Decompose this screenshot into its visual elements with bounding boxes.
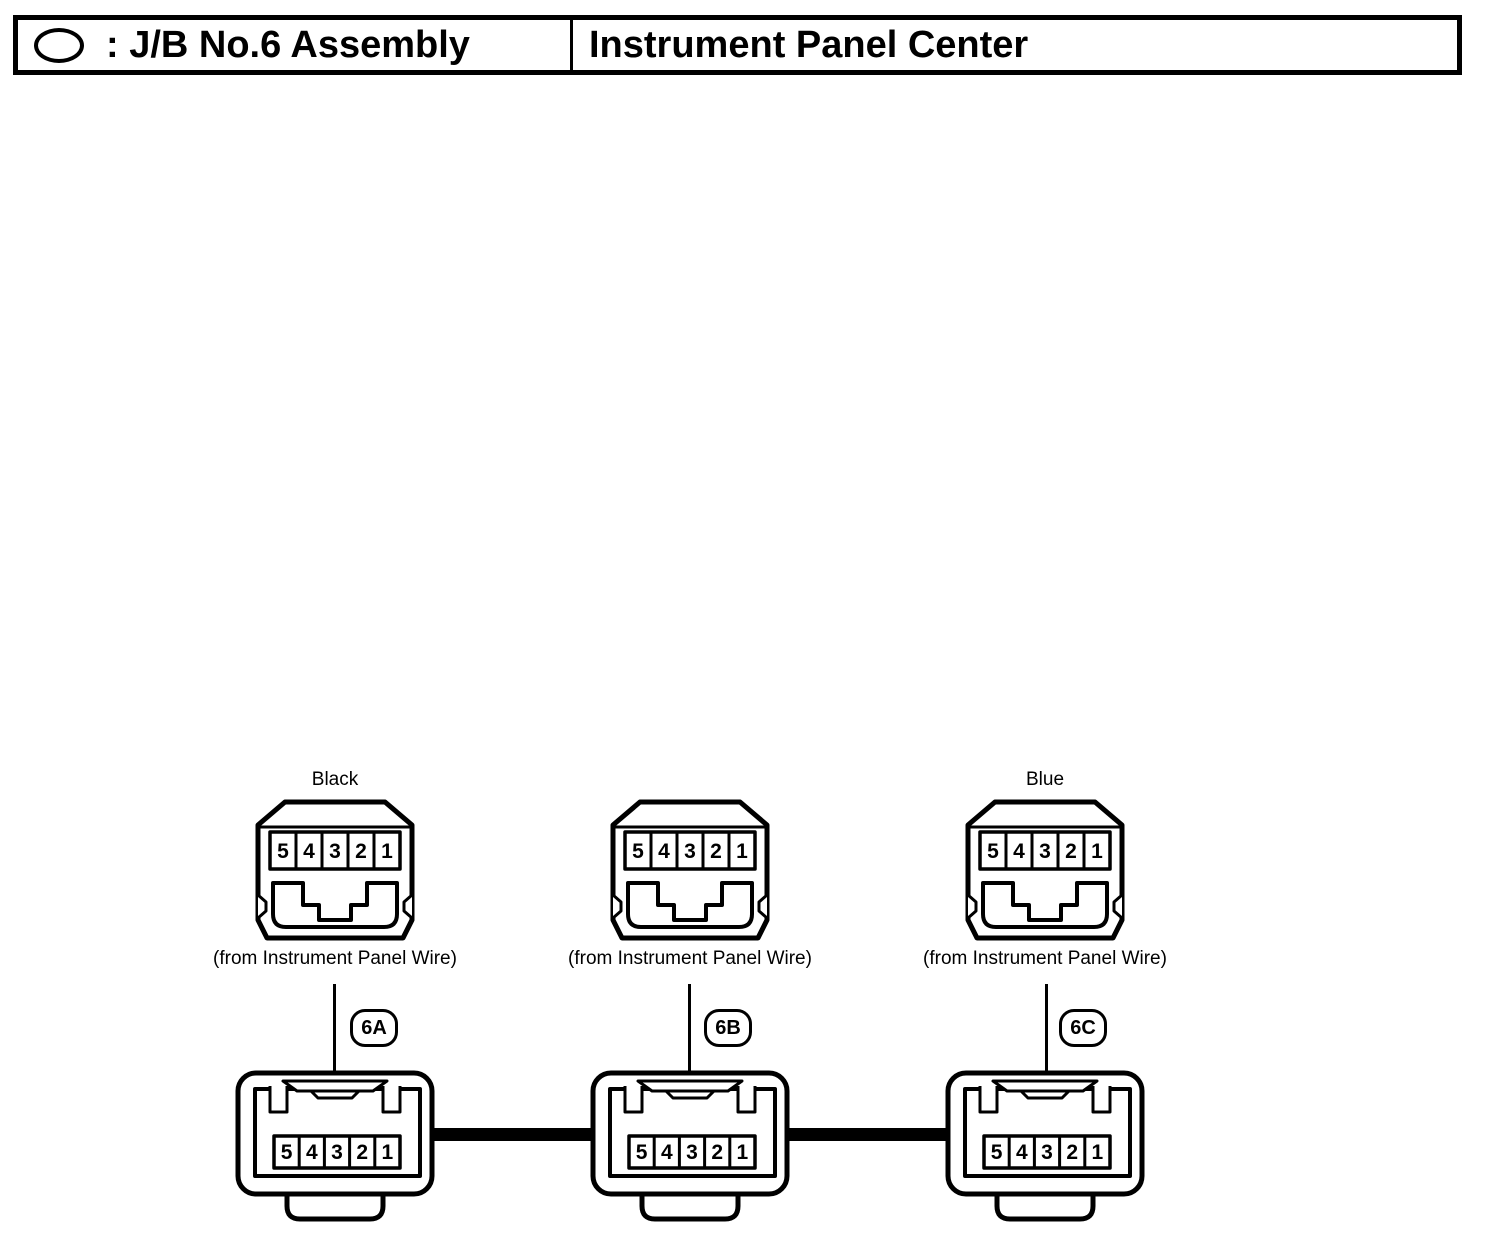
lead-line [333, 984, 336, 1073]
connector-badge-6a: 6A [350, 1009, 398, 1047]
pin-label: 3 [331, 1141, 343, 1164]
pin-label: 3 [1039, 840, 1051, 863]
pin-label: 5 [987, 840, 999, 863]
pin-label: 4 [658, 840, 670, 863]
oval-icon [34, 27, 84, 63]
pin-label: 5 [281, 1141, 293, 1164]
header-location-cell: Instrument Panel Center [573, 20, 1457, 70]
connector-color-label: Black [311, 769, 359, 790]
pin-label: 1 [1092, 1141, 1104, 1164]
pin-label: 2 [355, 840, 367, 863]
connector-front-view-6a: 5 4 3 2 1 [255, 799, 415, 941]
pin-label: 2 [710, 840, 722, 863]
lead-line [688, 984, 691, 1073]
pin-label: 1 [381, 840, 393, 863]
pin-label: 5 [277, 840, 289, 863]
lead-line [1045, 984, 1048, 1073]
connector-front-view-6b: 5 4 3 2 1 [610, 799, 770, 941]
pin-label: 4 [661, 1141, 673, 1164]
legend-label: : J/B No.6 Assembly [106, 23, 470, 66]
jb-connector-cavity-6c: 5 4 3 2 1 [945, 1070, 1145, 1222]
pin-label: 4 [1016, 1141, 1028, 1164]
header-legend-cell: : J/B No.6 Assembly [18, 20, 573, 70]
connector-badge-6c: 6C [1059, 1009, 1107, 1047]
pin-label: 4 [306, 1141, 318, 1164]
pin-label: 1 [737, 1141, 749, 1164]
pin-label: 5 [632, 840, 644, 863]
jb-connector-cavity-6a: 5 4 3 2 1 [235, 1070, 435, 1222]
lock-tab [994, 1190, 1096, 1222]
wire-segment [430, 1128, 592, 1141]
header-bar: : J/B No.6 Assembly Instrument Panel Cen… [13, 15, 1462, 75]
location-label: Instrument Panel Center [589, 23, 1029, 66]
lock-tab [284, 1190, 386, 1222]
pin-label: 2 [1065, 840, 1077, 863]
pin-label: 2 [356, 1141, 368, 1164]
keyway [271, 881, 399, 929]
keyway [626, 881, 754, 929]
pin-label: 4 [1013, 840, 1025, 863]
connector-color-label: Blue [1025, 769, 1065, 790]
pin-label: 3 [686, 1141, 698, 1164]
pin-label: 1 [736, 840, 748, 863]
pin-label: 5 [991, 1141, 1003, 1164]
pin-label: 3 [684, 840, 696, 863]
pin-label: 3 [1041, 1141, 1053, 1164]
connector-caption: (from Instrument Panel Wire) [213, 948, 457, 969]
wire-segment [786, 1128, 947, 1141]
pin-label: 4 [303, 840, 315, 863]
pin-label: 1 [382, 1141, 394, 1164]
connector-caption: (from Instrument Panel Wire) [568, 948, 812, 969]
jb-connector-cavity-6b: 5 4 3 2 1 [590, 1070, 790, 1222]
keyway [981, 881, 1109, 929]
connector-caption: (from Instrument Panel Wire) [923, 948, 1167, 969]
pin-label: 3 [329, 840, 341, 863]
pin-label: 5 [636, 1141, 648, 1164]
pin-label: 1 [1091, 840, 1103, 863]
pin-label: 2 [1066, 1141, 1078, 1164]
pin-label: 2 [711, 1141, 723, 1164]
connector-front-view-6c: 5 4 3 2 1 [965, 799, 1125, 941]
lock-tab [639, 1190, 741, 1222]
connector-badge-6b: 6B [704, 1009, 752, 1047]
